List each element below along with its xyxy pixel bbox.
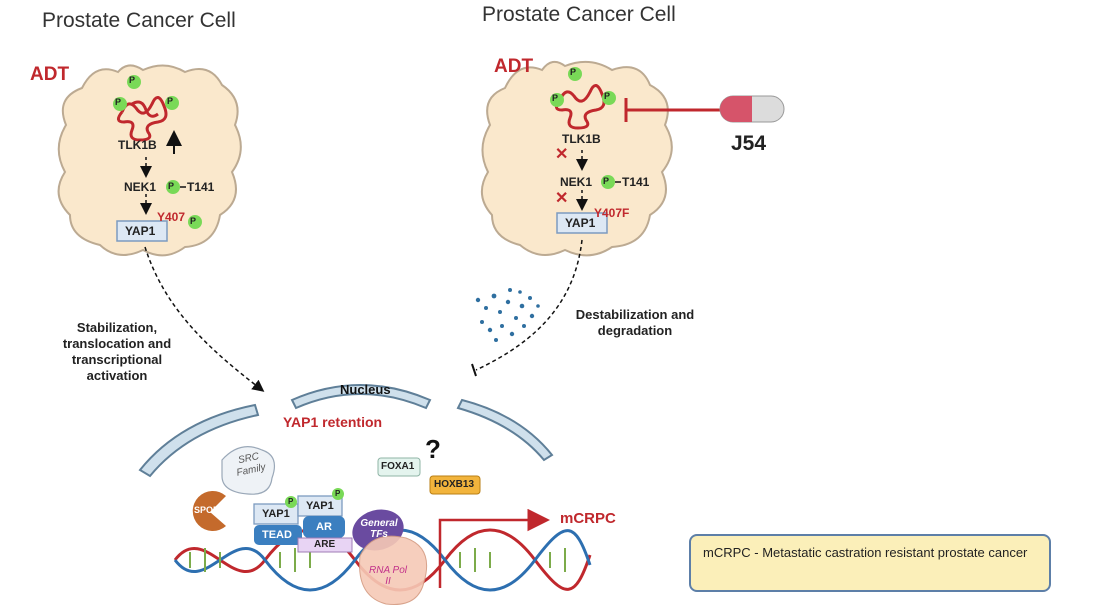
hoxb13-box <box>429 475 481 495</box>
right-block-mark-1: ✕ <box>555 146 569 163</box>
hoxb13-label: HOXB13 <box>434 479 475 490</box>
are-box <box>297 537 353 553</box>
transcription-arrow <box>438 508 550 588</box>
right-degradation-end <box>471 363 477 377</box>
yap1-complex-b-label: YAP1 <box>306 500 334 512</box>
tead-label: TEAD <box>262 529 292 541</box>
abbreviation-legend: mCRPC - Metastatic castration resistant … <box>689 534 1051 592</box>
right-cell-title: Prostate Cancer Cell <box>482 3 676 26</box>
left-tlk1b-protein <box>117 96 168 142</box>
left-adt-label: ADT <box>30 64 70 85</box>
legend-text: mCRPC - Metastatic castration resistant … <box>703 545 1028 560</box>
left-yap1-box <box>116 220 168 242</box>
ar-box <box>303 516 345 538</box>
yap1-complex-p-b: P <box>335 489 341 498</box>
left-yap1-phospho <box>188 215 202 229</box>
right-degradation-path <box>475 239 583 371</box>
right-yap1-site: Y407F <box>594 206 630 220</box>
right-p-label-3: P <box>604 91 611 101</box>
left-yap1-label: YAP1 <box>125 224 156 238</box>
degraded-yap1-fragments <box>475 288 540 342</box>
nuclear-envelope <box>138 384 554 478</box>
j54-label: J54 <box>731 132 767 155</box>
rna-pol-ii-blob <box>359 535 428 606</box>
left-nek1-p-label: P <box>168 181 175 191</box>
right-nek1-p-label: P <box>603 176 610 186</box>
right-yap1-label: YAP1 <box>565 216 596 230</box>
right-nek1-label: NEK1 <box>560 175 593 189</box>
left-pathway-label: Stabilization, translocation and transcr… <box>62 320 172 383</box>
spop-icon <box>192 491 226 531</box>
mcrpc-label: mCRPC <box>560 510 616 527</box>
j54-pill-icon <box>719 95 785 123</box>
left-p-label-3: P <box>167 96 174 106</box>
right-cell-body <box>481 60 673 257</box>
general-tfs-label: General TFs <box>360 518 398 540</box>
question-mark: ? <box>425 434 441 464</box>
left-p-label-1: P <box>129 75 136 85</box>
left-cell-body <box>57 64 242 257</box>
yap1-complex-phospho-a <box>285 496 297 508</box>
right-yap1-box <box>556 212 608 234</box>
left-yap1-site: Y407 <box>157 210 186 224</box>
rna-pol-ii-label: RNA Pol II <box>369 565 407 587</box>
right-p-label-2: P <box>552 93 559 103</box>
right-p-label-1: P <box>570 67 577 77</box>
right-block-mark-2: ✕ <box>555 190 569 207</box>
foxa1-box <box>377 457 421 477</box>
left-p-label-2: P <box>115 97 122 107</box>
ar-label: AR <box>316 521 332 533</box>
yap1-complex-a-label: YAP1 <box>262 508 290 520</box>
left-nek1-site: T141 <box>187 180 215 194</box>
left-tlk1b-label: TLK1B <box>118 138 157 152</box>
right-nek1-site: T141 <box>622 175 650 189</box>
right-tlk1b-protein <box>555 84 606 130</box>
right-pathway-label: Destabilization and degradation <box>575 307 695 338</box>
left-translocation-arrow <box>144 246 265 392</box>
right-tlk1b-label: TLK1B <box>562 132 601 146</box>
left-phospho-group <box>113 75 179 111</box>
nucleus-label: Nucleus <box>340 382 391 397</box>
left-cell-title: Prostate Cancer Cell <box>42 9 236 32</box>
right-adt-label: ADT <box>494 56 534 77</box>
left-nek1-label: NEK1 <box>124 180 157 194</box>
right-phospho-group <box>550 67 616 107</box>
yap1-retention-label: YAP1 retention <box>283 414 383 430</box>
right-nek1-phospho <box>601 175 615 189</box>
left-nek1-phospho <box>166 180 180 194</box>
left-yap1-p-label: P <box>190 216 197 226</box>
yap1-complex-phospho-b <box>332 488 344 500</box>
src-family-blob <box>221 446 275 495</box>
yap1-complex-p-a: P <box>288 497 294 506</box>
tead-box <box>254 525 302 545</box>
spop-label: SPOP <box>194 505 220 515</box>
are-label: ARE <box>314 539 336 550</box>
foxa1-label: FOXA1 <box>381 461 415 472</box>
